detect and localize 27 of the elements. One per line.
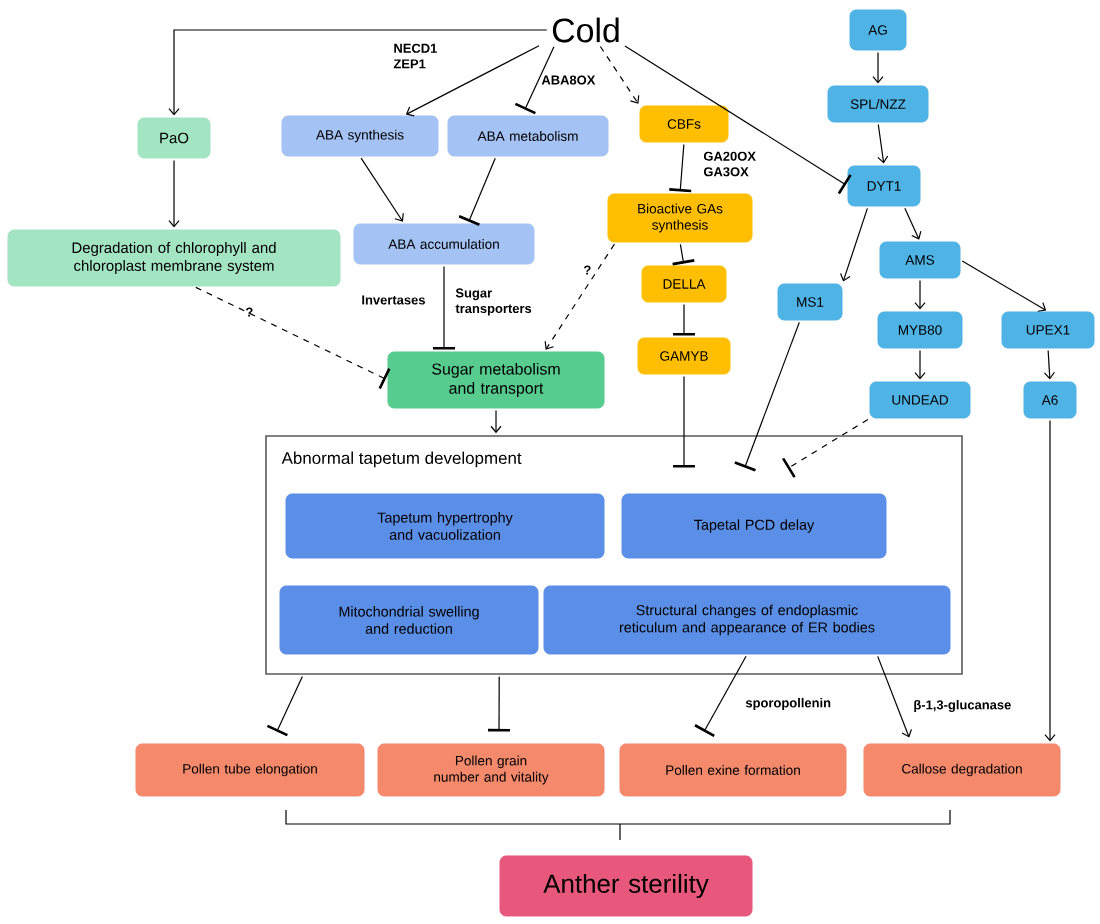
arrow: [877, 655, 913, 738]
arrow: [168, 159, 180, 228]
inhibition-line: [458, 157, 496, 226]
inhibition-line: [673, 375, 695, 468]
arrow: [914, 349, 926, 380]
inhibition-line: [669, 143, 692, 193]
inhibition-line: [672, 243, 695, 266]
title-text: Cold: [552, 17, 619, 43]
arrow: [360, 157, 404, 222]
arrow: [1043, 349, 1056, 380]
arrow: [877, 123, 889, 164]
arrow: [599, 45, 640, 104]
result-box: Anther sterility: [499, 855, 753, 917]
arrow: [961, 260, 1047, 312]
arrow: [405, 45, 540, 117]
inhibition-line: [673, 303, 695, 336]
inhibition-line: [433, 265, 455, 350]
arrow: [490, 409, 502, 434]
arrow: [168, 29, 548, 116]
arrow: [914, 279, 926, 310]
arrow: [904, 207, 922, 240]
arrow: [1044, 419, 1056, 742]
inhibition-line: [488, 676, 511, 732]
arrow: [872, 51, 884, 84]
arrow: [839, 207, 868, 282]
inhibition-line: [734, 321, 800, 472]
arrow: [544, 243, 615, 350]
